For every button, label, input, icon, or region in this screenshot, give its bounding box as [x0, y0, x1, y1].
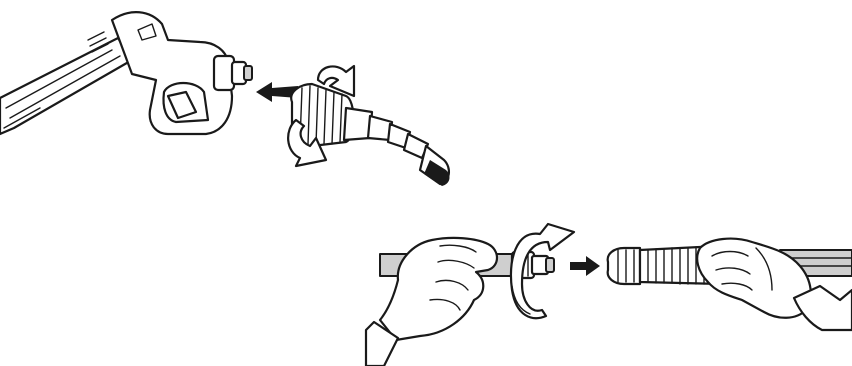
right-hand [696, 237, 852, 332]
rotate-arrow-icon [287, 64, 356, 168]
arrow-left-icon [256, 82, 298, 102]
rotate-arrow-icon-large [509, 222, 576, 320]
left-hand [364, 236, 499, 366]
lance [290, 82, 450, 186]
trigger-gun [0, 11, 253, 136]
arrow-right-icon [570, 256, 600, 276]
